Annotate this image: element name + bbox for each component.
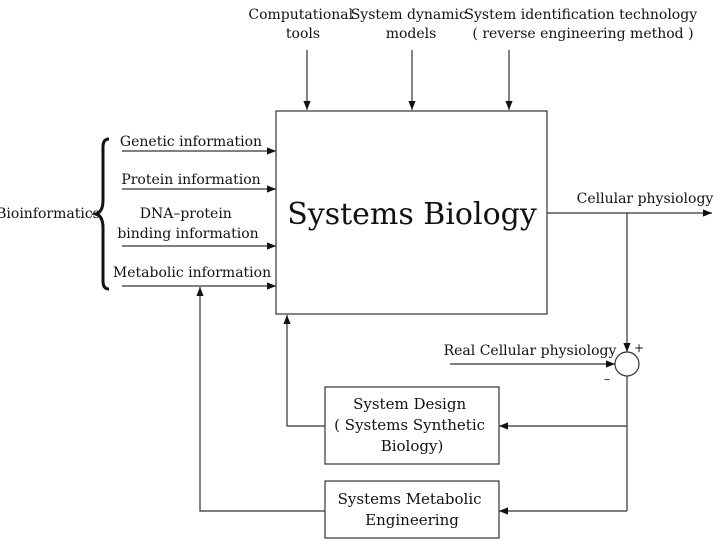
system-dynamic-models-label: System dynamic models (351, 7, 472, 42)
system-design-feedback-arrow (283, 315, 325, 427)
systems-biology-title: Systems Biology (287, 197, 537, 232)
metabolic-engineering-feedback-arrow (196, 287, 325, 512)
systems-biology-box (275, 110, 548, 315)
metabolic-engineering-line-1: Systems Metabolic (338, 490, 482, 508)
system-identification-label: System identification technology ( rever… (464, 7, 701, 42)
computational-tools-label: Computational tools (248, 7, 357, 42)
dna-protein-binding-label: DNA–protein binding information (117, 206, 258, 242)
protein-information-label: Protein information (121, 172, 260, 188)
system-dynamic-models-line-1: System dynamic (351, 7, 467, 23)
system-design-line-1: System Design (353, 395, 466, 413)
dna-protein-line-1: DNA–protein (140, 206, 232, 222)
metabolic-engineering-box (324, 480, 500, 539)
system-design-box (324, 386, 500, 465)
metabolic-engineering-line-2: Engineering (365, 511, 459, 529)
metabolic-information-label: Metabolic information (113, 265, 271, 281)
comparator-plus-sign: + (634, 341, 644, 355)
bioinformatics-label: Bioinformatics (0, 206, 100, 222)
system-identification-line-1: System identification technology (464, 7, 697, 23)
bioinformatics-brace (90, 137, 110, 291)
system-identification-line-2: ( reverse engineering method ) (472, 26, 693, 42)
metabolic-engineering-label: Systems Metabolic Engineering (338, 490, 487, 529)
system-dynamic-models-line-2: models (386, 26, 437, 42)
computational-tools-line-1: Computational (248, 7, 353, 23)
comparator-minus-sign: – (604, 372, 610, 386)
system-design-line-3: Biology) (381, 437, 444, 455)
computational-tools-line-2: tools (286, 26, 320, 42)
genetic-information-label: Genetic information (120, 134, 262, 150)
real-cellular-physiology-label: Real Cellular physiology (444, 343, 617, 359)
comparator-circle (614, 351, 640, 377)
dna-protein-line-2: binding information (117, 226, 258, 242)
system-design-line-2: ( Systems Synthetic (334, 416, 485, 434)
cellular-physiology-label: Cellular physiology (577, 191, 714, 207)
system-design-label: System Design ( Systems Synthetic Biolog… (334, 395, 490, 455)
